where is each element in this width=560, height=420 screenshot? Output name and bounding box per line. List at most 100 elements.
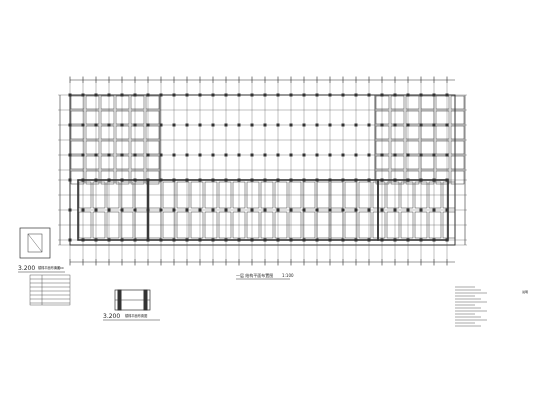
- column: [250, 208, 254, 212]
- room-cell: [85, 110, 100, 125]
- column: [315, 123, 319, 127]
- room-cell: [70, 155, 85, 170]
- column: [367, 238, 371, 242]
- bottom-stair-detail: [114, 289, 151, 311]
- room-cell: [148, 211, 162, 239]
- room-cell: [130, 125, 145, 140]
- column: [445, 93, 449, 97]
- room-cell: [450, 140, 465, 155]
- column: [380, 208, 384, 212]
- room-cell: [344, 181, 358, 209]
- room-cell: [302, 211, 316, 239]
- column: [172, 178, 176, 182]
- room-cell: [92, 181, 106, 209]
- grid-horizontal-lines: [58, 94, 467, 246]
- column: [341, 208, 345, 212]
- column: [159, 178, 163, 182]
- room-cell: [435, 125, 450, 140]
- room-cell: [85, 170, 100, 185]
- column: [354, 178, 358, 182]
- column: [289, 238, 293, 242]
- column: [120, 93, 124, 97]
- room-cell: [302, 181, 316, 209]
- room-cell: [100, 155, 115, 170]
- room-cell: [115, 140, 130, 155]
- room-cell: [420, 155, 435, 170]
- room-cell: [130, 110, 145, 125]
- column: [172, 208, 176, 212]
- column: [328, 123, 332, 127]
- column: [328, 208, 332, 212]
- column: [445, 153, 449, 157]
- room-cell: [100, 125, 115, 140]
- column: [250, 93, 254, 97]
- column: [289, 93, 293, 97]
- column: [237, 93, 241, 97]
- room-cell: [274, 211, 288, 239]
- column: [328, 153, 332, 157]
- room-cell: [260, 181, 274, 209]
- room-cell: [400, 181, 414, 209]
- left-detail-inner: [27, 233, 43, 253]
- room-cell: [274, 181, 288, 209]
- column: [393, 208, 397, 212]
- room-cell: [85, 95, 100, 110]
- column: [315, 93, 319, 97]
- room-cell: [190, 181, 204, 209]
- room-cell: [390, 125, 405, 140]
- room-cell: [115, 170, 130, 185]
- column: [198, 208, 202, 212]
- room-cell: [375, 125, 390, 140]
- room-cell: [85, 155, 100, 170]
- room-cell: [78, 211, 92, 239]
- column: [185, 178, 189, 182]
- room-cell: [414, 211, 428, 239]
- column: [68, 153, 72, 157]
- column: [68, 93, 72, 97]
- column: [107, 153, 111, 157]
- column: [354, 153, 358, 157]
- column: [120, 153, 124, 157]
- column: [393, 123, 397, 127]
- column: [367, 123, 371, 127]
- column: [367, 178, 371, 182]
- rebar-legend-table: [29, 274, 71, 306]
- room-cell: [372, 181, 386, 209]
- room-cell: [420, 95, 435, 110]
- room-cell: [70, 95, 85, 110]
- column: [107, 208, 111, 212]
- column: [380, 93, 384, 97]
- column: [107, 238, 111, 242]
- room-cell: [450, 110, 465, 125]
- column: [302, 238, 306, 242]
- room-cell: [375, 170, 390, 185]
- room-cell: [390, 155, 405, 170]
- room-cell: [375, 155, 390, 170]
- column: [185, 93, 189, 97]
- column: [393, 93, 397, 97]
- room-cell: [145, 110, 160, 125]
- room-cell: [420, 125, 435, 140]
- column: [276, 208, 280, 212]
- bottom-detail-col-left: [117, 289, 122, 311]
- room-cell: [435, 140, 450, 155]
- column: [432, 123, 436, 127]
- column: [380, 238, 384, 242]
- room-cell: [420, 170, 435, 185]
- room-cell: [115, 95, 130, 110]
- column: [432, 153, 436, 157]
- column: [341, 93, 345, 97]
- room-cell: [330, 181, 344, 209]
- room-cell: [176, 211, 190, 239]
- column: [328, 238, 332, 242]
- column: [367, 208, 371, 212]
- column: [354, 208, 358, 212]
- column: [302, 93, 306, 97]
- room-cell: [85, 140, 100, 155]
- column: [432, 178, 436, 182]
- room-cell: [204, 181, 218, 209]
- column: [224, 208, 228, 212]
- column: [341, 123, 345, 127]
- column: [367, 153, 371, 157]
- column: [68, 123, 72, 127]
